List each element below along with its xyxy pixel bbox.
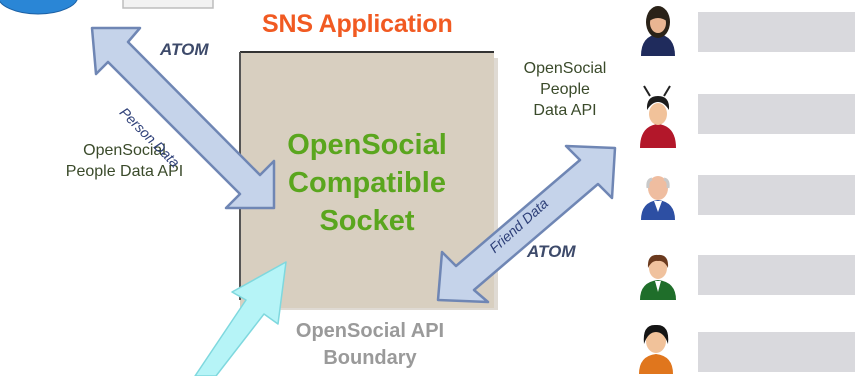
person-dark-hair-icon	[641, 6, 675, 56]
right-api-line-3: Data API	[533, 102, 597, 119]
friend-data-arrow	[436, 144, 617, 304]
socket-line-3: Socket	[319, 205, 415, 237]
boundary-line-1: OpenSocial API	[295, 320, 445, 342]
profile-bar-2	[698, 94, 855, 134]
profile-bar-4	[698, 255, 855, 295]
right-api-label: OpenSocial People Data API	[500, 58, 630, 121]
boundary-label: OpenSocial API Boundary	[255, 318, 485, 372]
person-green-jacket-icon	[640, 254, 676, 300]
person-red-shirt-icon	[640, 85, 676, 148]
atom-left-label: ATOM	[160, 40, 209, 59]
right-api-line-2: People	[540, 81, 590, 98]
socket-label: OpenSocial Compatible Socket	[242, 126, 492, 240]
diagram-title: SNS Application	[262, 10, 453, 38]
profile-bar-3	[698, 175, 855, 215]
atom-right-label: ATOM	[527, 242, 576, 261]
boundary-arrow	[194, 261, 287, 376]
person-bald-blue-icon	[641, 176, 675, 220]
profile-bar-1	[698, 12, 855, 52]
person-orange-shirt-icon	[639, 324, 673, 374]
profile-bar-5	[698, 332, 855, 372]
left-api-line-2: People Data API	[65, 163, 184, 180]
person-data-arrow	[90, 26, 276, 210]
socket-line-2: Compatible	[288, 167, 446, 199]
cropped-box	[122, 0, 214, 9]
left-api-line-1: OpenSocial	[83, 142, 166, 159]
socket-line-1: OpenSocial	[287, 129, 447, 161]
right-api-line-1: OpenSocial	[523, 60, 607, 77]
left-api-label: OpenSocial People Data API	[22, 140, 227, 182]
boundary-line-2: Boundary	[323, 347, 417, 369]
database-icon	[0, 0, 78, 15]
